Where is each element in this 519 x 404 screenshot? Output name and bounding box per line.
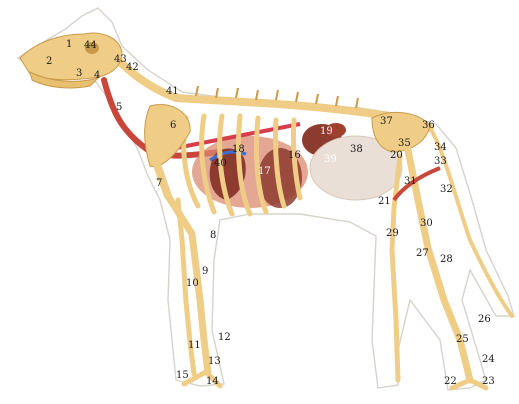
label-10: 10 bbox=[186, 278, 199, 289]
labels: 1 2 3 4 5 6 7 8 9 10 11 12 13 14 15 16 1… bbox=[46, 39, 495, 387]
label-27: 27 bbox=[416, 248, 429, 259]
label-29: 29 bbox=[386, 228, 399, 239]
label-41: 41 bbox=[166, 86, 179, 97]
label-33: 33 bbox=[434, 156, 447, 167]
label-24: 24 bbox=[482, 354, 495, 365]
label-14: 14 bbox=[206, 376, 219, 387]
label-7: 7 bbox=[156, 178, 162, 189]
label-21: 21 bbox=[378, 196, 391, 207]
label-30: 30 bbox=[420, 218, 433, 229]
label-37: 37 bbox=[380, 116, 393, 127]
label-1: 1 bbox=[66, 39, 72, 50]
label-3: 3 bbox=[76, 68, 82, 79]
label-18: 18 bbox=[232, 144, 245, 155]
label-34: 34 bbox=[434, 142, 447, 153]
label-26: 26 bbox=[478, 314, 491, 325]
label-43: 43 bbox=[114, 54, 127, 65]
label-11: 11 bbox=[188, 340, 201, 351]
label-40: 40 bbox=[214, 158, 227, 169]
label-36: 36 bbox=[422, 120, 435, 131]
label-17: 17 bbox=[258, 166, 271, 177]
label-20: 20 bbox=[390, 150, 403, 161]
label-4: 4 bbox=[94, 70, 100, 81]
label-32: 32 bbox=[440, 184, 453, 195]
label-15: 15 bbox=[176, 370, 189, 381]
label-2: 2 bbox=[46, 56, 52, 67]
label-16: 16 bbox=[288, 150, 301, 161]
label-31: 31 bbox=[404, 176, 417, 187]
label-23: 23 bbox=[482, 376, 495, 387]
label-25: 25 bbox=[456, 334, 469, 345]
label-42: 42 bbox=[126, 62, 139, 73]
label-19: 19 bbox=[320, 126, 333, 137]
label-12: 12 bbox=[218, 332, 231, 343]
label-8: 8 bbox=[210, 230, 216, 241]
label-6: 6 bbox=[170, 120, 176, 131]
label-5: 5 bbox=[116, 102, 122, 113]
label-38: 38 bbox=[350, 144, 363, 155]
label-22: 22 bbox=[444, 376, 457, 387]
label-39: 39 bbox=[324, 154, 337, 165]
label-44: 44 bbox=[84, 40, 97, 51]
label-9: 9 bbox=[202, 266, 208, 277]
label-28: 28 bbox=[440, 254, 453, 265]
label-35: 35 bbox=[398, 138, 411, 149]
label-13: 13 bbox=[208, 356, 221, 367]
